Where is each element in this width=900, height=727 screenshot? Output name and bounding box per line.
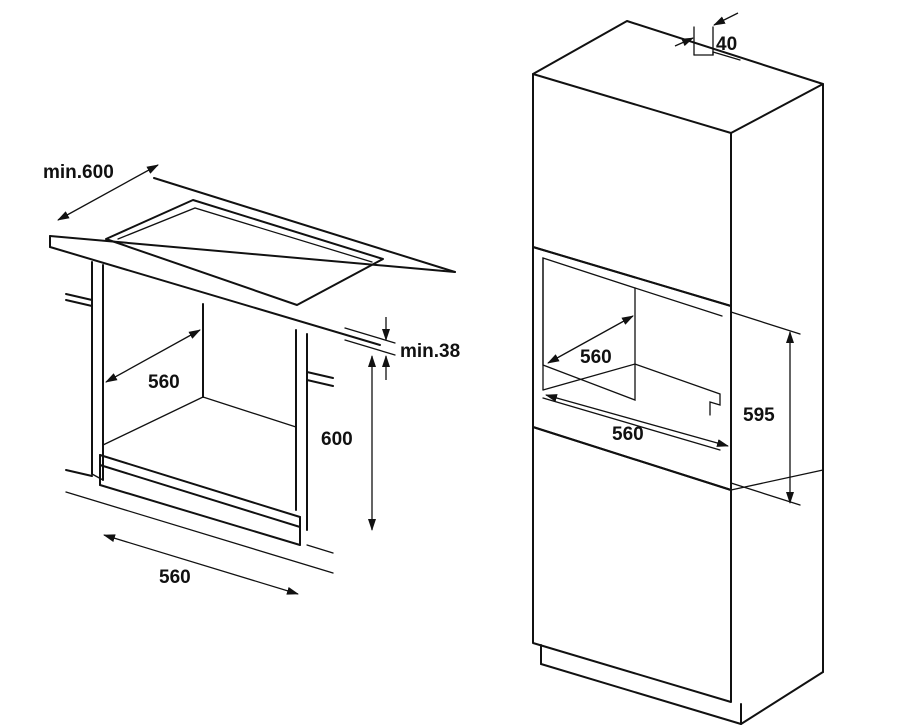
tall-plinth bbox=[540, 644, 824, 725]
dim-tall-niche-height: 595 bbox=[730, 311, 801, 506]
label-niche-height: 600 bbox=[321, 429, 353, 450]
tall-cabinet-installation: 40 560 560 595 bbox=[532, 12, 824, 725]
dim-cutout-depth: min.600 bbox=[43, 162, 159, 221]
worktop bbox=[49, 177, 456, 346]
label-niche-depth: 560 bbox=[148, 372, 180, 393]
dim-vent-gap: 40 bbox=[674, 12, 741, 61]
under-counter-installation: min.600 min.38 560 600 560 bbox=[43, 162, 460, 595]
label-cutout-depth: min.600 bbox=[43, 162, 114, 183]
label-worktop-clearance: min.38 bbox=[400, 341, 460, 362]
label-tall-niche-depth: 560 bbox=[580, 347, 612, 368]
label-tall-niche-height: 595 bbox=[743, 405, 775, 426]
plinth bbox=[65, 454, 334, 574]
oven-niche bbox=[532, 246, 732, 491]
label-tall-niche-width: 560 bbox=[612, 424, 644, 445]
label-niche-width: 560 bbox=[159, 567, 191, 588]
niche-interior bbox=[102, 303, 297, 446]
lower-cabinet bbox=[532, 426, 824, 703]
right-cabinet-wall bbox=[295, 329, 334, 531]
hob-cutout bbox=[105, 199, 384, 306]
dim-tall-niche-depth: 560 bbox=[547, 315, 634, 368]
label-vent-gap: 40 bbox=[716, 34, 737, 55]
left-cabinet-wall bbox=[65, 261, 104, 481]
dim-tall-niche-width: 560 bbox=[545, 394, 729, 447]
dim-niche-depth: 560 bbox=[105, 329, 201, 393]
dim-niche-width: 560 bbox=[103, 534, 299, 595]
dim-niche-height: 600 bbox=[321, 355, 376, 531]
dim-worktop-clearance: min.38 bbox=[344, 317, 460, 380]
